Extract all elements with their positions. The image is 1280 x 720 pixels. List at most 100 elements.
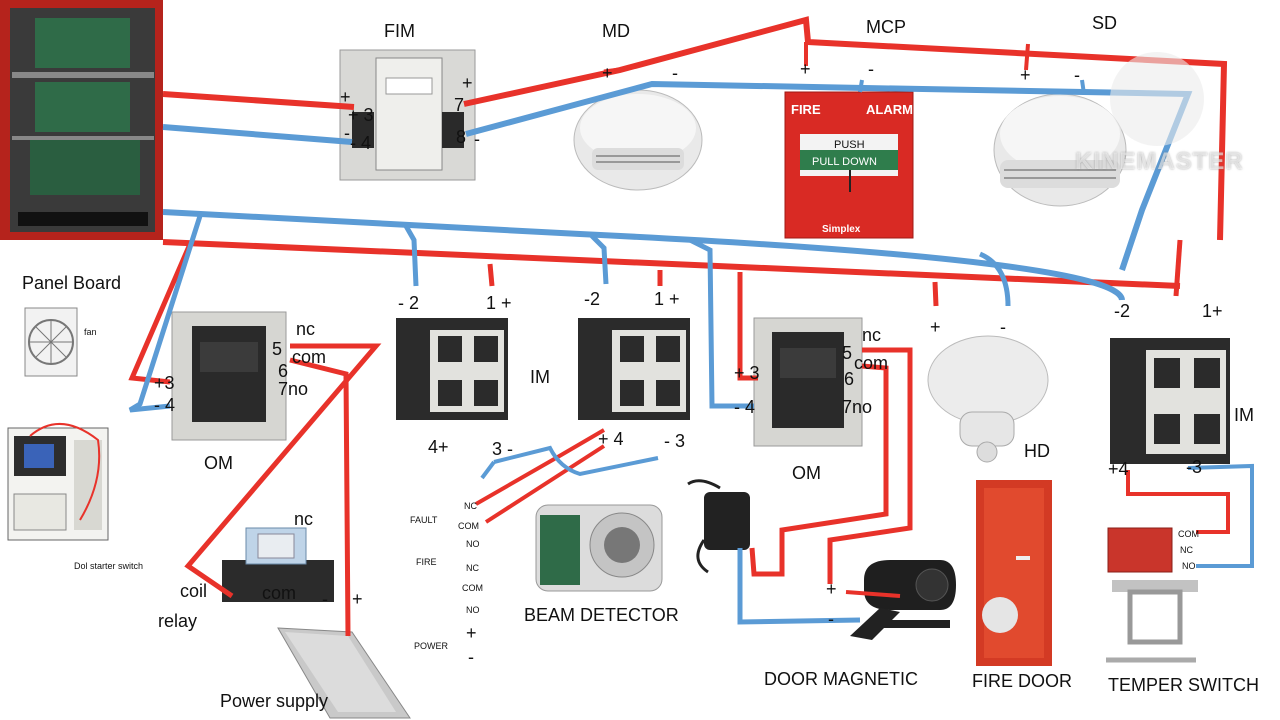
om-right-nc: nc (862, 325, 882, 345)
beam-power-minus: - (468, 647, 474, 667)
beam-fault: FAULT (410, 515, 438, 525)
mcp-pull-text: PULL DOWN (812, 156, 877, 168)
manual-call-point: FIRE ALARM PUSH PULL DOWN Simplex (784, 91, 914, 239)
im3-m3: -3 (1186, 457, 1203, 477)
beam-fire-no: NO (466, 605, 480, 615)
label-md: MD (602, 21, 630, 41)
ts-nc: NC (1180, 545, 1193, 555)
mcp-fire-text: FIRE (791, 102, 821, 117)
smoke-detector-md (573, 89, 703, 191)
label-relay: relay (158, 611, 198, 631)
label-om-right: OM (792, 463, 821, 483)
im1-3m: 3 - (492, 439, 514, 459)
om-right-m4: - 4 (734, 397, 756, 417)
label-hd: HD (1024, 441, 1050, 461)
mcp-brand-text: Simplex (822, 224, 861, 235)
im1-m2: - 2 (398, 293, 420, 313)
magnet-plus: + (826, 579, 837, 599)
label-fan: fan (84, 327, 97, 337)
input-module-3 (1110, 338, 1230, 464)
label-temper-switch: TEMPER SWITCH (1108, 675, 1259, 695)
watermark-text: KINEMASTER (1075, 148, 1244, 175)
fim-3: + 3 (348, 105, 374, 125)
sd-plus: + (1020, 65, 1031, 85)
label-ps-plus: + (352, 589, 363, 609)
md-minus: - (672, 63, 678, 83)
om-left-p3: +3 (154, 373, 175, 393)
input-module-1 (396, 318, 508, 420)
label-im-right: IM (1234, 405, 1254, 425)
om-right-com: com (854, 353, 889, 373)
fim-module (339, 49, 476, 181)
mcp-plus: + (800, 59, 811, 79)
label-fire-door: FIRE DOOR (972, 671, 1073, 691)
label-dol-starter: Dol starter switch (74, 561, 144, 571)
ts-no: NO (1182, 561, 1196, 571)
power-supply (277, 627, 411, 719)
hd-minus: - (1000, 317, 1006, 337)
beam-power: POWER (414, 641, 449, 651)
im1-4p: 4+ (428, 437, 449, 457)
label-power-supply: Power supply (220, 691, 329, 711)
dol-starter-switch (7, 423, 109, 541)
om-right-5: 5 (842, 343, 853, 363)
om-left-5: 5 (272, 339, 283, 359)
fim-7: 7 (454, 95, 465, 115)
om-right-7no: 7no (842, 397, 873, 417)
panel-board (0, 0, 163, 240)
om-left-6: 6 (278, 361, 289, 381)
label-coil: coil (180, 581, 208, 601)
label-mcp: MCP (866, 17, 906, 37)
beam-fault-no: NO (466, 539, 480, 549)
relay (222, 527, 334, 602)
om-right-p3: + 3 (734, 363, 760, 383)
label-fim: FIM (384, 21, 415, 41)
fim-minus: - (344, 123, 350, 143)
im2-m3: - 3 (664, 431, 686, 451)
om-left-nc: nc (296, 319, 316, 339)
watermark-logo (1110, 52, 1204, 146)
im2-p4: + 4 (598, 429, 624, 449)
label-im-center: IM (530, 367, 550, 387)
label-beam-detector: BEAM DETECTOR (524, 605, 679, 625)
beam-fault-nc: NC (464, 501, 477, 511)
input-module-2 (578, 318, 690, 420)
label-relay-com: com (262, 583, 297, 603)
fan-icon (24, 307, 78, 377)
output-module-right (753, 317, 863, 447)
fim-8-minus: - (474, 129, 480, 149)
mcp-push-text: PUSH (834, 139, 865, 151)
label-sd: SD (1092, 13, 1118, 33)
im3-p4: +4 (1108, 459, 1129, 479)
door-magnet (850, 560, 956, 640)
om-left-m4: - 4 (154, 395, 176, 415)
om-left-7no: 7no (278, 379, 309, 399)
mcp-minus: - (868, 59, 874, 79)
im3-1p: 1+ (1202, 301, 1223, 321)
label-om-left: OM (204, 453, 233, 473)
beam-fire-nc: NC (466, 563, 479, 573)
beam-detector (535, 504, 663, 592)
output-module-left (171, 311, 287, 441)
fim-4: - 4 (350, 133, 372, 153)
md-plus: + (602, 63, 613, 83)
fim-plus: + (340, 87, 351, 107)
fim-8: 8 (456, 127, 467, 147)
ts-com: COM (1178, 529, 1199, 539)
beam-fault-com: COM (458, 521, 479, 531)
im1-1p: 1 + (486, 293, 512, 313)
label-panel-board: Panel Board (22, 273, 122, 293)
beam-power-plus: + (466, 623, 477, 643)
im2-m2: -2 (584, 289, 601, 309)
beam-fire-com: COM (462, 583, 483, 593)
heat-detector (927, 335, 1049, 463)
tamper-switch (1106, 527, 1198, 663)
im2-1p: 1 + (654, 289, 680, 309)
label-ps-minus: - (322, 589, 328, 609)
beam-fire: FIRE (416, 557, 437, 567)
magnet-minus: - (828, 609, 834, 629)
im3-m2: -2 (1114, 301, 1131, 321)
power-adapter (687, 479, 750, 574)
label-door-magnetic: DOOR MAGNETIC (764, 669, 919, 689)
